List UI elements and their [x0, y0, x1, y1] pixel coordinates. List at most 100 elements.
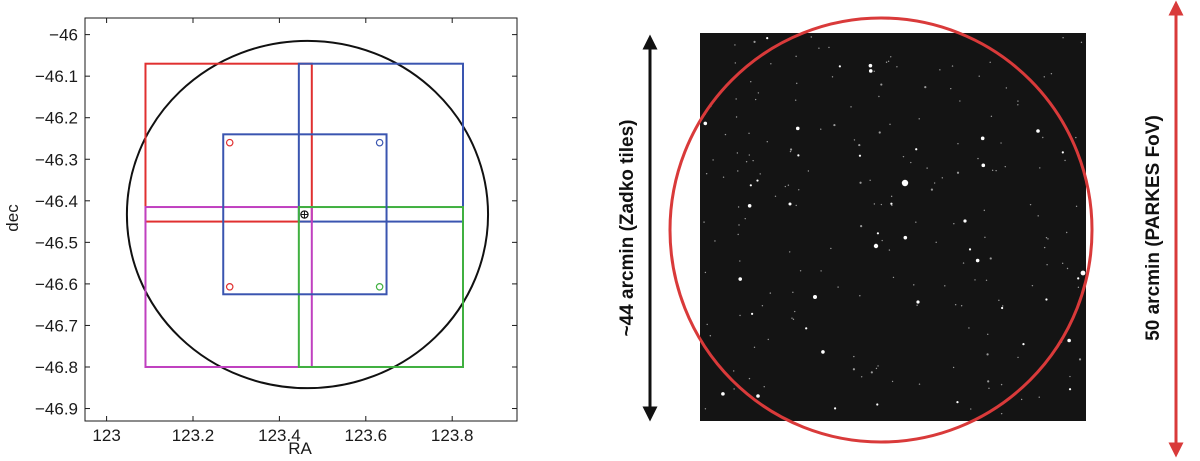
star [988, 387, 990, 390]
star [748, 377, 751, 380]
tile-rect-1 [144, 62, 313, 223]
star [794, 310, 796, 313]
star [875, 367, 878, 370]
star [984, 236, 986, 239]
star [1039, 167, 1041, 169]
parkes-fov-label: 50 arcmin (PARKES FoV) [1143, 115, 1164, 341]
star [789, 148, 793, 151]
star [788, 251, 791, 253]
y-tick-label: −46.5 [35, 233, 78, 252]
star [766, 141, 768, 143]
star [902, 155, 905, 158]
star [821, 350, 825, 354]
tile-center-marker-3 [225, 283, 234, 291]
bright-star [963, 219, 967, 223]
star [1046, 263, 1048, 266]
star [796, 82, 798, 85]
tile-rect-4 [297, 206, 464, 368]
star [962, 262, 965, 264]
star [985, 279, 988, 282]
star [830, 247, 832, 250]
tile-outlines [125, 39, 490, 390]
star [910, 161, 912, 164]
star [1066, 267, 1069, 270]
star [784, 185, 787, 188]
star [878, 95, 880, 98]
star [749, 184, 752, 187]
star [998, 299, 1000, 302]
star [753, 40, 756, 43]
star [799, 270, 802, 272]
star [880, 203, 883, 206]
star [981, 163, 986, 168]
star [797, 154, 800, 157]
y-axis-ticks: −46−46.1−46.2−46.3−46.4−46.5−46.6−46.7−4… [35, 26, 517, 419]
x-tick-label: 123.8 [431, 426, 474, 445]
star [704, 408, 707, 410]
star [896, 66, 898, 68]
star [873, 203, 876, 205]
star [1000, 412, 1003, 415]
star [935, 241, 937, 244]
bright-star [901, 179, 909, 187]
star [766, 37, 769, 40]
star [903, 235, 908, 240]
star [968, 248, 972, 251]
star [721, 392, 725, 396]
star [706, 323, 708, 326]
star [1080, 41, 1083, 44]
star [763, 386, 765, 388]
star [885, 61, 888, 63]
y-tick-label: −46.4 [35, 192, 78, 211]
star [820, 270, 822, 272]
star [724, 133, 727, 136]
star [990, 115, 993, 118]
star [913, 284, 915, 286]
star [1077, 286, 1080, 289]
y-tick-label: −46.7 [35, 316, 78, 335]
star [959, 100, 961, 102]
star [789, 150, 792, 153]
bright-star [873, 243, 879, 249]
star [1001, 306, 1004, 310]
star [1005, 87, 1008, 89]
star [878, 131, 881, 134]
bright-star [916, 300, 920, 304]
star [1078, 358, 1082, 361]
star [930, 188, 934, 191]
star [753, 346, 756, 349]
y-tick-label: −46 [49, 26, 78, 45]
star [739, 260, 741, 262]
star [747, 204, 752, 208]
star [737, 233, 739, 236]
star [807, 170, 810, 172]
tile-rect-5 [222, 133, 388, 296]
star [918, 383, 921, 385]
star [989, 257, 992, 260]
star [733, 388, 735, 390]
star [791, 317, 793, 319]
star [892, 276, 895, 279]
star [1038, 396, 1040, 398]
star [890, 202, 893, 205]
tile-markers [225, 138, 384, 291]
star [1000, 383, 1003, 386]
star [987, 333, 989, 336]
x-tick-label: 123 [92, 426, 120, 445]
star [752, 159, 754, 162]
star [798, 189, 800, 191]
star [952, 366, 955, 369]
plot-frame [84, 17, 518, 422]
star [860, 376, 863, 378]
star [738, 224, 740, 226]
star [995, 169, 997, 172]
star [1069, 375, 1071, 378]
star [1068, 388, 1072, 391]
star [887, 60, 890, 63]
star [722, 176, 725, 178]
star [983, 209, 986, 212]
star [838, 65, 841, 68]
star [960, 305, 963, 307]
star [950, 87, 952, 90]
